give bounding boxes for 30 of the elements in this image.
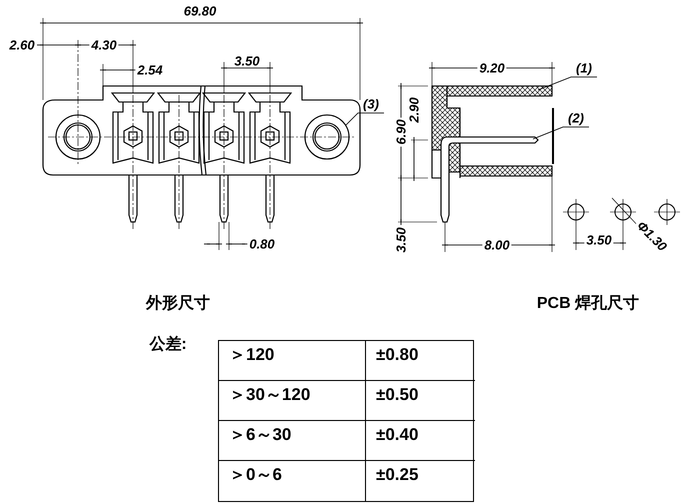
dimension-label: 69.80 [182,4,218,18]
mounting-hole [304,114,350,160]
dimension-label: 6.90 [394,117,408,147]
table-cell: ＞6～30 [219,421,366,461]
callout-number: (1) [575,62,593,74]
leader-line [346,112,384,126]
leader-line [532,126,590,140]
section-heading: 公差: [149,337,187,353]
dimension-label: 2.90 [408,95,420,125]
table-cell-text: ±0.25 [375,464,420,486]
dimension-label: 9.20 [477,62,507,74]
table-cell: ±0.50 [366,381,475,421]
table-cell: ＞30～120 [219,381,366,421]
callout-number: (3) [362,98,380,110]
section-heading: 外形尺寸 [146,296,210,312]
table-cell: ＞120 [219,341,366,381]
callout-number: (2) [567,112,585,124]
dimension-label: 8.00 [482,238,512,252]
dimension-label: 2.60 [7,38,37,52]
dimension-label: 0.80 [247,238,277,250]
dimension-label: 2.54 [135,64,165,76]
dimension-label: 3.50 [232,54,262,68]
dimension-label: 4.30 [89,38,119,52]
table-cell: ±0.80 [366,341,475,381]
dimension-label: 3.50 [584,234,614,246]
table-cell: ＞0～6 [219,461,366,501]
dimension-label: 3.50 [394,225,408,255]
leader-line [538,76,598,90]
section-heading: PCB 焊孔尺寸 [536,296,640,312]
table-cell: ±0.40 [366,421,475,461]
